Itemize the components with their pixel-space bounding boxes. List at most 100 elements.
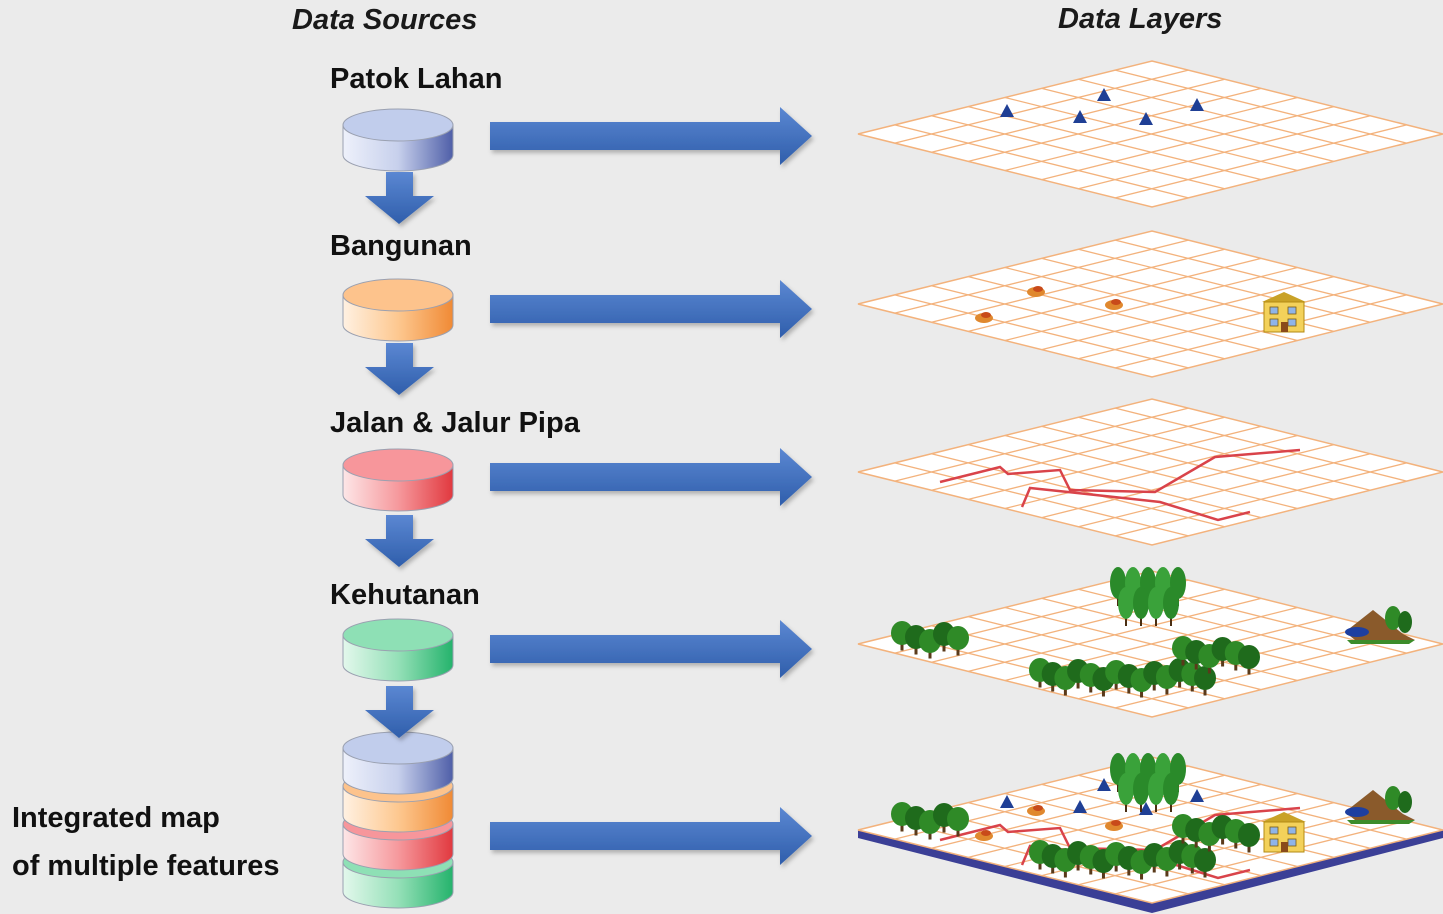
triangle-marker-icon bbox=[1097, 88, 1111, 101]
tree-crown bbox=[1133, 587, 1149, 619]
tree-cluster-icon bbox=[1172, 814, 1260, 853]
building-roof bbox=[1033, 805, 1043, 811]
small-building-icon bbox=[1105, 299, 1123, 310]
tree-cluster-icon bbox=[1110, 753, 1186, 812]
mountain-lake-icon bbox=[1345, 606, 1415, 644]
grass bbox=[1347, 820, 1415, 824]
small-building-icon bbox=[975, 312, 993, 323]
grid-line bbox=[1041, 597, 1335, 673]
window bbox=[1269, 318, 1279, 327]
tree-crown bbox=[1148, 773, 1164, 805]
integrated-line-2: of multiple features bbox=[12, 850, 280, 882]
source-cylinder-4 bbox=[342, 618, 454, 682]
lake bbox=[1345, 807, 1369, 817]
tree-crown bbox=[1163, 587, 1179, 619]
small-building-icon bbox=[1105, 820, 1123, 831]
tree-crown bbox=[1133, 773, 1149, 805]
grid-line bbox=[1004, 96, 1298, 172]
grid-line bbox=[1115, 820, 1407, 895]
tree-crown bbox=[1194, 666, 1216, 690]
source-label-jalan-jalur-pipa: Jalan & Jalur Pipa bbox=[330, 407, 580, 439]
small-building-icon bbox=[1027, 805, 1045, 816]
tree-crown bbox=[947, 807, 969, 831]
tree-cluster-icon bbox=[1172, 636, 1260, 675]
house-icon bbox=[1262, 812, 1306, 853]
route-lines bbox=[939, 448, 1301, 522]
source-label-patok-lahan: Patok Lahan bbox=[330, 63, 503, 95]
down-arrow-3 bbox=[365, 515, 434, 567]
grid-line bbox=[1041, 87, 1335, 163]
down-arrow-4 bbox=[365, 686, 434, 738]
tree-cluster-icon bbox=[891, 621, 969, 659]
road-line bbox=[939, 806, 1301, 852]
building-roof bbox=[1033, 286, 1043, 292]
data-layers-header: Data Layers bbox=[1058, 3, 1223, 35]
tree-crown bbox=[1163, 773, 1179, 805]
triangle-marker-icon bbox=[1073, 800, 1087, 813]
grid-line bbox=[1115, 239, 1407, 314]
grid-line bbox=[1041, 425, 1335, 501]
layer-plane-integrated bbox=[857, 753, 1443, 904]
triangle-marker-icon bbox=[1190, 98, 1204, 111]
stack-segment-1 bbox=[342, 731, 454, 795]
roof bbox=[1262, 812, 1306, 822]
grid-line bbox=[1115, 462, 1407, 537]
grid-line bbox=[1078, 416, 1371, 491]
grid-line bbox=[1004, 434, 1298, 510]
small-building-icon bbox=[975, 830, 993, 841]
tree-crown bbox=[1385, 786, 1401, 810]
integrated-line-1: Integrated map bbox=[12, 802, 220, 834]
grid-line bbox=[1115, 124, 1407, 199]
layer-plane-kehutanan bbox=[857, 567, 1443, 718]
mountain-lake-icon bbox=[1345, 786, 1415, 824]
door bbox=[1281, 842, 1288, 852]
triangle-marker-icon bbox=[1190, 789, 1204, 802]
building-roof bbox=[981, 830, 991, 836]
grid-line bbox=[1078, 78, 1371, 153]
triangle-marker-icon bbox=[1097, 778, 1111, 791]
tree-cluster-icon bbox=[1029, 840, 1216, 880]
grid-line bbox=[1078, 453, 1371, 528]
grid-line bbox=[1115, 69, 1407, 144]
window bbox=[1269, 306, 1279, 315]
tree-crown bbox=[1238, 645, 1260, 669]
layer-plane-patok-lahan bbox=[857, 60, 1443, 208]
grid-line bbox=[1041, 275, 1335, 351]
source-cylinder-1 bbox=[342, 108, 454, 172]
source-cylinder-3 bbox=[342, 448, 454, 512]
down-arrow-2 bbox=[365, 343, 434, 395]
source-cylinder-2 bbox=[342, 278, 454, 342]
window bbox=[1287, 318, 1297, 327]
small-building-icon bbox=[1027, 286, 1045, 297]
layer-plane-jalan-jalur-pipa bbox=[857, 398, 1443, 546]
window bbox=[1287, 306, 1297, 315]
tree-cluster-icon bbox=[891, 802, 969, 840]
right-arrow-4 bbox=[490, 620, 812, 678]
grid-line bbox=[1041, 105, 1335, 181]
cylinder-top bbox=[342, 108, 454, 142]
tree-crown bbox=[1398, 791, 1412, 813]
cylinder-top bbox=[342, 618, 454, 652]
right-arrow-5 bbox=[490, 807, 812, 865]
integrated-database-stack bbox=[342, 731, 454, 909]
grid-line bbox=[1115, 634, 1407, 709]
grid-line bbox=[1115, 407, 1407, 482]
tree-crown bbox=[1148, 587, 1164, 619]
pipeline-line bbox=[1020, 486, 1251, 522]
tree-crown bbox=[1118, 773, 1134, 805]
window bbox=[1287, 838, 1297, 847]
tree-crown bbox=[1238, 823, 1260, 847]
triangle-marker-icon bbox=[1139, 802, 1153, 815]
building-roof bbox=[1111, 820, 1121, 826]
tree-cluster-icon bbox=[1110, 567, 1186, 626]
building-roof bbox=[1111, 299, 1121, 305]
tree-cluster-icon bbox=[1029, 658, 1216, 698]
grid-line bbox=[1078, 115, 1371, 190]
triangle-marker-icon bbox=[1000, 795, 1014, 808]
tree-crown bbox=[1398, 611, 1412, 633]
grid-line bbox=[1004, 266, 1298, 342]
window bbox=[1269, 826, 1279, 835]
grid-line bbox=[1078, 285, 1371, 360]
